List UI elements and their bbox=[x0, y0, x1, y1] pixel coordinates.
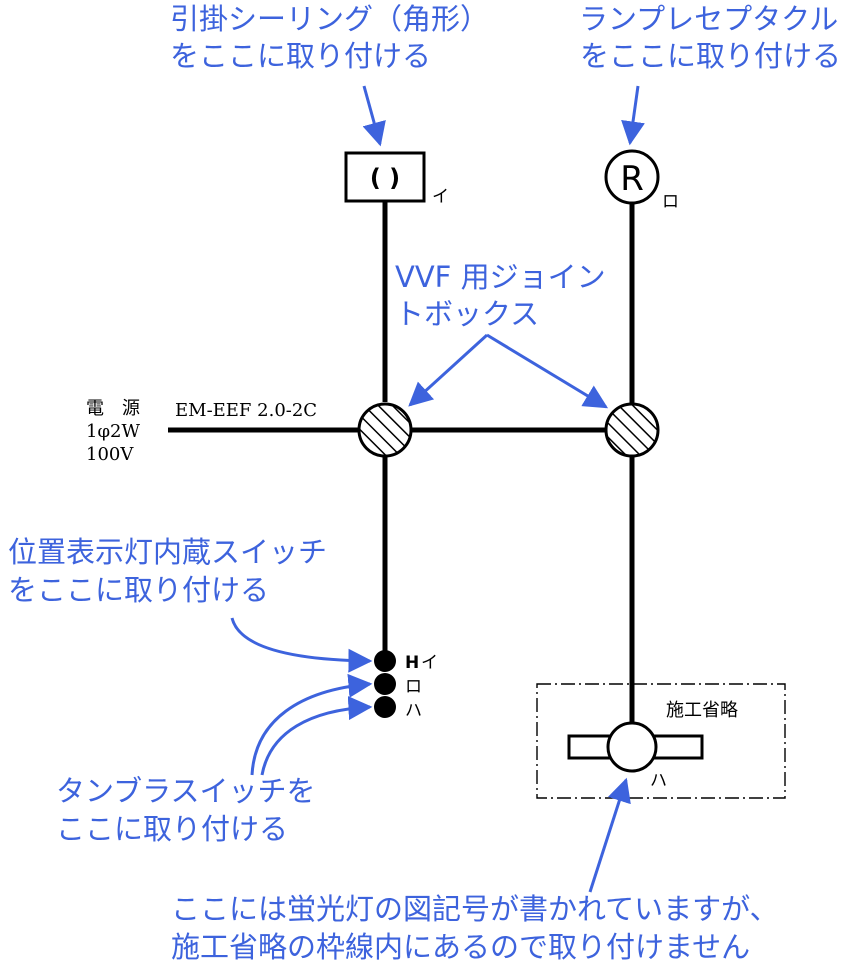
note-tumbler-line2: ここに取り付ける bbox=[56, 812, 288, 846]
note-receptacle-line1: ランプレセプタクル bbox=[579, 2, 838, 36]
note-fluorescent-line2: 施工省略の枠線内にあるので取り付けません bbox=[171, 930, 750, 964]
switch-i-label: イ bbox=[421, 653, 438, 673]
power-label-line2: 1φ2W bbox=[86, 421, 141, 442]
omitted-area-frame bbox=[536, 683, 786, 799]
arrow-to-joint-box-1 bbox=[408, 333, 489, 407]
note-fluorescent-line1: ここには蛍光灯の図記号が書かれていますが、 bbox=[171, 892, 779, 926]
arrow-to-tumbler-1 bbox=[250, 673, 373, 776]
lamp-receptacle-symbol: R bbox=[604, 149, 660, 205]
note-receptacle-line2: をここに取り付ける bbox=[580, 39, 841, 73]
switch-ha-label: ハ bbox=[405, 701, 422, 721]
ceiling-rosette-symbol: ( ) bbox=[344, 151, 426, 203]
arrow-to-rosette bbox=[362, 85, 386, 147]
arrow-to-fluorescent bbox=[588, 777, 631, 893]
switch-h-label: H bbox=[405, 653, 419, 673]
receptacle-glyph: R bbox=[620, 159, 644, 199]
fluorescent-lamp-symbol bbox=[567, 721, 704, 773]
note-pilot-switch-line1: 位置表示灯内蔵スイッチ bbox=[8, 535, 327, 569]
switch-group bbox=[374, 650, 396, 718]
power-label-line1: 電 源 bbox=[86, 398, 140, 419]
wires bbox=[168, 202, 635, 726]
switch-tumbler-dot-1 bbox=[374, 673, 396, 695]
switch-tumbler-dot-2 bbox=[374, 696, 396, 718]
rosette-glyph: ( ) bbox=[370, 164, 400, 192]
note-pilot-switch-line2: をここに取り付ける bbox=[8, 573, 269, 607]
arrow-to-tumbler-2 bbox=[260, 696, 373, 776]
arrow-to-receptacle bbox=[621, 85, 645, 146]
note-joint-box-line1: VVF 用ジョイン bbox=[395, 260, 606, 294]
fluorescent-tag: ハ bbox=[650, 771, 667, 791]
omitted-area-label: 施工省略 bbox=[666, 700, 738, 721]
power-label-line3: 100V bbox=[86, 444, 134, 465]
arrow-to-pilot-switch bbox=[230, 617, 373, 673]
cable-label: EM-EEF 2.0-2C bbox=[175, 400, 317, 421]
switch-pilot-dot bbox=[374, 650, 396, 672]
note-tumbler-line1: タンブラスイッチを bbox=[56, 774, 316, 808]
joint-box-2 bbox=[604, 402, 660, 458]
arrow-to-joint-box-2 bbox=[486, 333, 609, 409]
switch-ro-label: ロ bbox=[405, 677, 422, 697]
receptacle-tag: ロ bbox=[662, 192, 679, 212]
joint-box-1 bbox=[357, 402, 413, 458]
note-ceiling-rosette-line1: 引掛シーリング（角形） bbox=[170, 2, 489, 36]
rosette-tag: イ bbox=[432, 187, 449, 207]
note-ceiling-rosette-line2: をここに取り付ける bbox=[170, 39, 431, 73]
note-joint-box-line2: トボックス bbox=[395, 297, 539, 331]
